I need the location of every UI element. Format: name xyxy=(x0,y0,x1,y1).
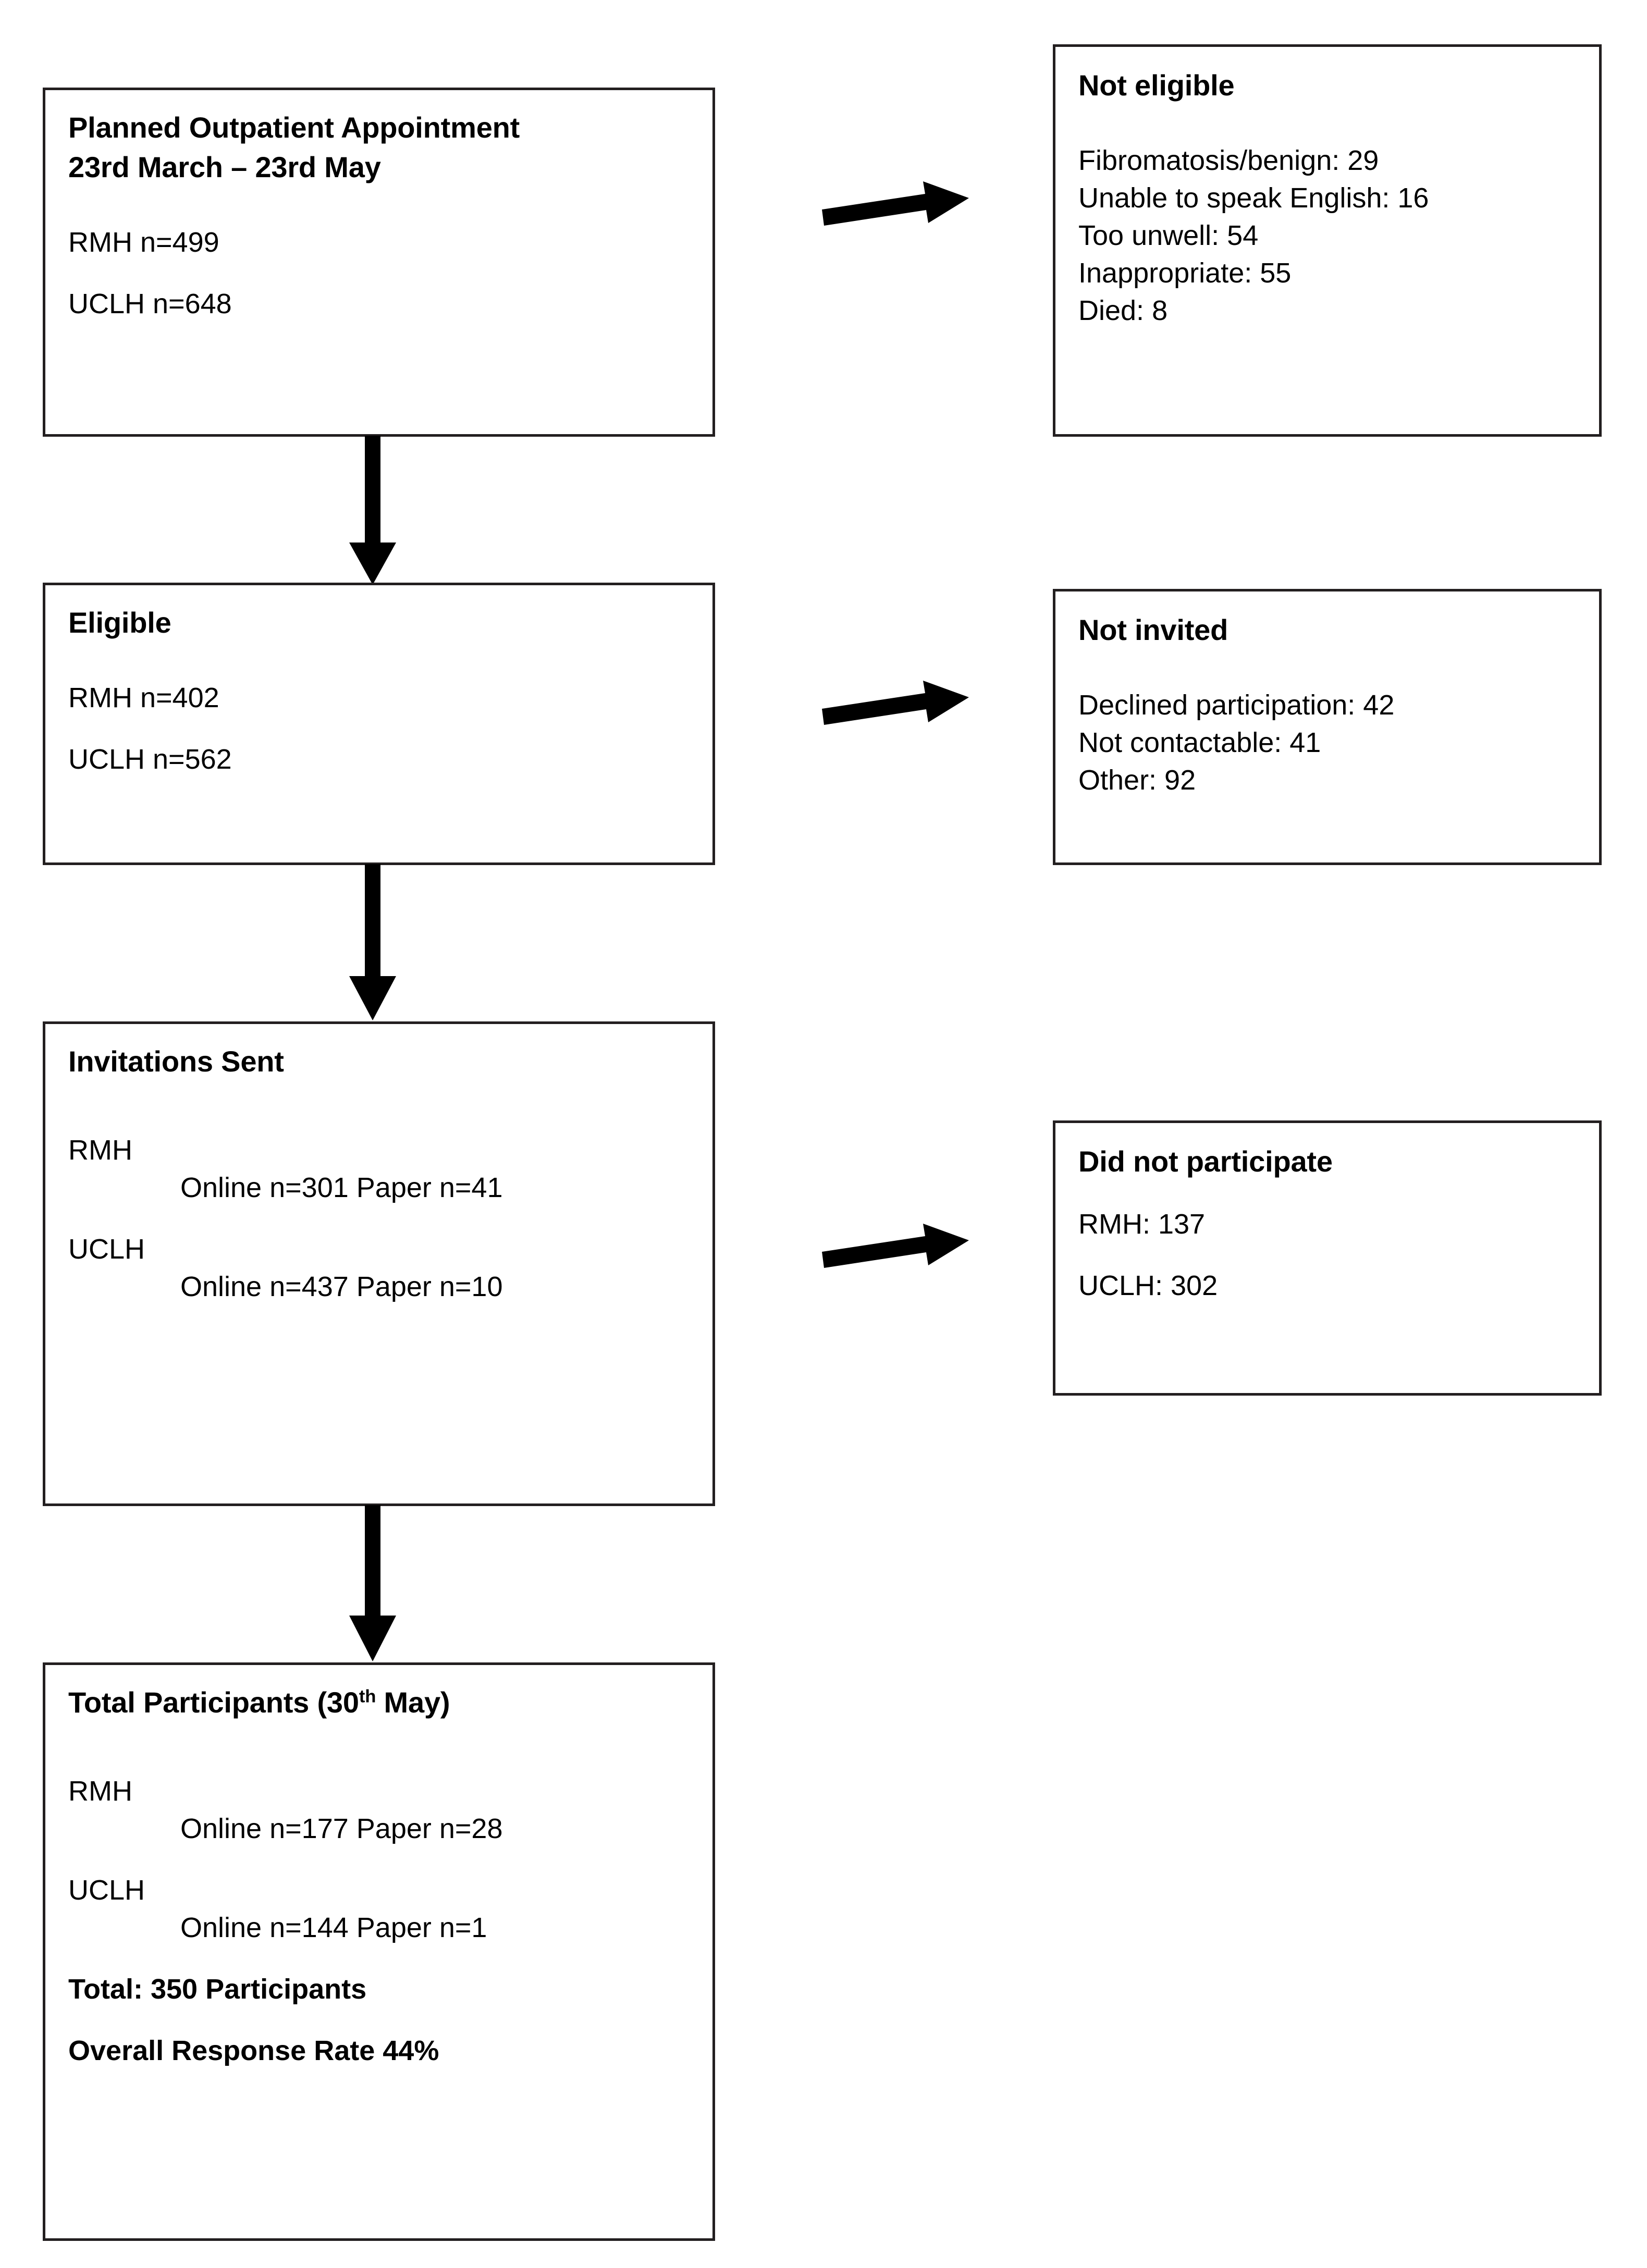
total-participants-title-ordinal-suffix: th xyxy=(359,1686,376,1707)
not-eligible-reason: Too unwell: 54 xyxy=(1078,220,1259,251)
total-participants-rmh-detail: Online n=177 Paper n=28 xyxy=(180,1813,503,1844)
invitations-sent-rmh-label: RMH xyxy=(68,1135,132,1166)
eligible-rmh-count: RMH n=402 xyxy=(68,682,219,713)
arrow-invitations-sent-to-did-not-participate xyxy=(821,1214,977,1282)
not-eligible-reason: Died: 8 xyxy=(1078,295,1168,326)
not-eligible-reason: Fibromatosis/benign: 29 xyxy=(1078,145,1379,176)
node-not-eligible: Not eligible Fibromatosis/benign: 29 Una… xyxy=(1053,44,1602,437)
total-participants-response-rate: Overall Response Rate 44% xyxy=(68,2035,439,2066)
arrow-invitations-sent-to-total-participants xyxy=(341,1505,404,1664)
did-not-participate-title: Did not participate xyxy=(1078,1145,1333,1178)
planned-title-line1: Planned Outpatient Appointment xyxy=(68,111,520,144)
not-invited-reason: Not contactable: 41 xyxy=(1078,727,1321,758)
node-eligible: Eligible RMH n=402 UCLH n=562 xyxy=(43,583,715,865)
invitations-sent-title: Invitations Sent xyxy=(68,1045,284,1078)
arrow-planned-to-not-eligible xyxy=(821,172,977,240)
arrow-eligible-to-not-invited xyxy=(821,671,977,739)
not-eligible-reason: Unable to speak English: 16 xyxy=(1078,182,1429,214)
did-not-participate-uclh: UCLH: 302 xyxy=(1078,1270,1218,1301)
planned-title-line2: 23rd March – 23rd May xyxy=(68,151,381,183)
total-participants-title-prefix: Total Participants (30 xyxy=(68,1686,359,1719)
not-eligible-reason: Inappropriate: 55 xyxy=(1078,257,1292,289)
total-participants-title: Total Participants (30th May) xyxy=(68,1683,697,1722)
not-invited-reason: Other: 92 xyxy=(1078,765,1196,796)
planned-rmh-count: RMH n=499 xyxy=(68,227,219,258)
node-planned-outpatient-appointment: Planned Outpatient Appointment 23rd Marc… xyxy=(43,88,715,437)
arrow-eligible-to-invitations-sent xyxy=(341,864,404,1023)
total-participants-rmh-label: RMH xyxy=(68,1776,132,1807)
total-participants-total: Total: 350 Participants xyxy=(68,1974,367,2005)
node-not-invited: Not invited Declined participation: 42 N… xyxy=(1053,589,1602,865)
arrow-planned-to-eligible xyxy=(341,436,404,587)
invitations-sent-rmh-detail: Online n=301 Paper n=41 xyxy=(180,1172,503,1203)
total-participants-uclh-detail: Online n=144 Paper n=1 xyxy=(180,1912,487,1943)
invitations-sent-uclh-detail: Online n=437 Paper n=10 xyxy=(180,1271,503,1302)
did-not-participate-rmh: RMH: 137 xyxy=(1078,1209,1206,1240)
node-total-participants: Total Participants (30th May) RMH Online… xyxy=(43,1662,715,2241)
invitations-sent-uclh-label: UCLH xyxy=(68,1234,145,1265)
node-did-not-participate: Did not participate RMH: 137 UCLH: 302 xyxy=(1053,1120,1602,1396)
total-participants-uclh-label: UCLH xyxy=(68,1875,145,1906)
total-participants-title-suffix: May) xyxy=(376,1686,450,1719)
planned-uclh-count: UCLH n=648 xyxy=(68,288,232,319)
not-eligible-title: Not eligible xyxy=(1078,69,1235,102)
not-invited-title: Not invited xyxy=(1078,613,1228,646)
node-invitations-sent: Invitations Sent RMH Online n=301 Paper … xyxy=(43,1021,715,1506)
not-invited-reason: Declined participation: 42 xyxy=(1078,689,1395,721)
eligible-title: Eligible xyxy=(68,606,171,639)
eligible-uclh-count: UCLH n=562 xyxy=(68,744,232,775)
